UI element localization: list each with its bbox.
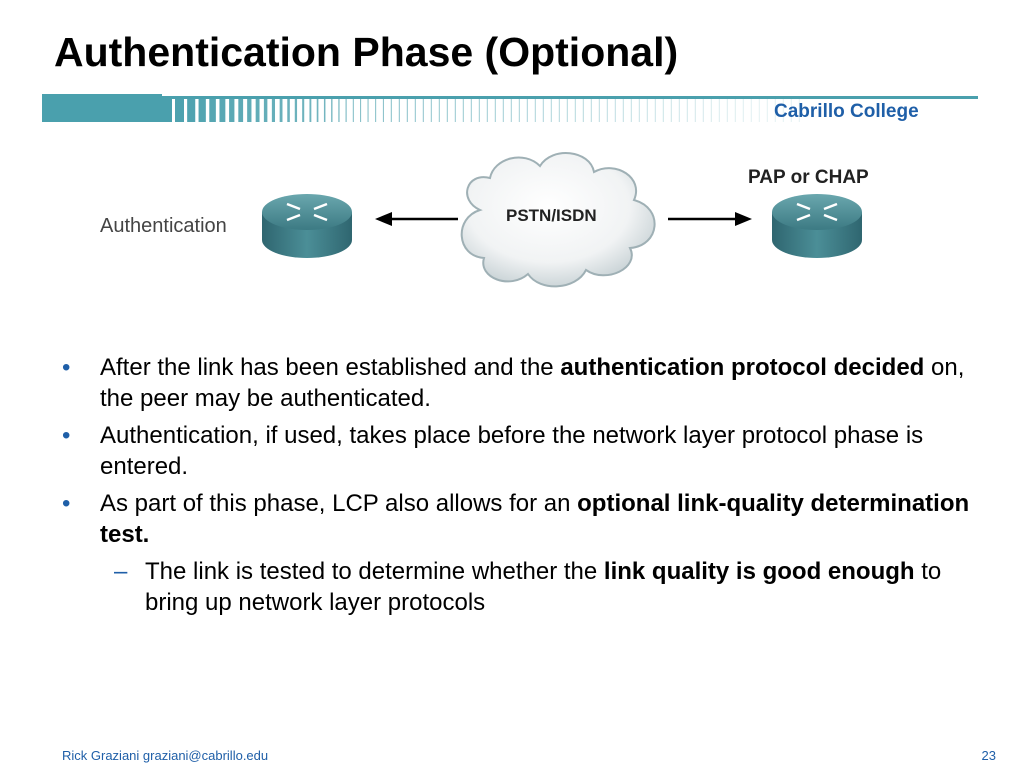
pap-chap-label: PAP or CHAP [748,167,869,188]
bullet-text: to bring up network layer protocols [145,558,942,616]
sub-bullet-dash-icon: – [114,558,128,585]
sub-bullet-item: – The link is tested to determine whethe… [62,556,982,618]
page-number: 23 [981,748,996,763]
left-arrow [375,212,458,226]
bullet-item: • After the link has been established an… [62,352,982,414]
router-icon-right [772,194,862,258]
bullet-list: • After the link has been established an… [62,352,982,618]
footer-author: Rick Graziani graziani@cabrillo.edu [62,748,269,763]
bullet-bold-text: link quality is good enough [603,558,915,585]
bullet-bold-text: optional link-quality determination test… [100,490,970,548]
bullet-text: The link is tested to determine whether … [145,558,604,585]
bullet-item: • As part of this phase, LCP also allows… [62,488,982,550]
bullet-dot-icon: • [62,490,71,517]
bullet-bold-text: authentication protocol decided [560,354,925,381]
network-diagram [262,152,862,288]
cloud-icon [460,152,656,288]
router-icon-left [262,194,352,258]
pstn-isdn-label: PSTN/ISDN [506,206,597,225]
bullet-item: • Authentication, if used, takes place b… [62,420,982,482]
header-band [42,94,978,122]
right-arrow [668,212,752,226]
authentication-label: Authentication [100,215,227,237]
bullet-text: As part of this phase, LCP also allows f… [100,490,578,517]
bullet-text: on, the peer may be authenticated. [100,354,965,412]
brand-logo-text: Cabrillo College [774,101,919,122]
bullet-text: After the link has been established and … [100,354,561,381]
bullet-dot-icon: • [62,422,71,449]
bullet-dot-icon: • [62,354,71,381]
slide-title: Authentication Phase (Optional) [54,29,679,75]
bullet-text: Authentication, if used, takes place bef… [100,422,924,480]
